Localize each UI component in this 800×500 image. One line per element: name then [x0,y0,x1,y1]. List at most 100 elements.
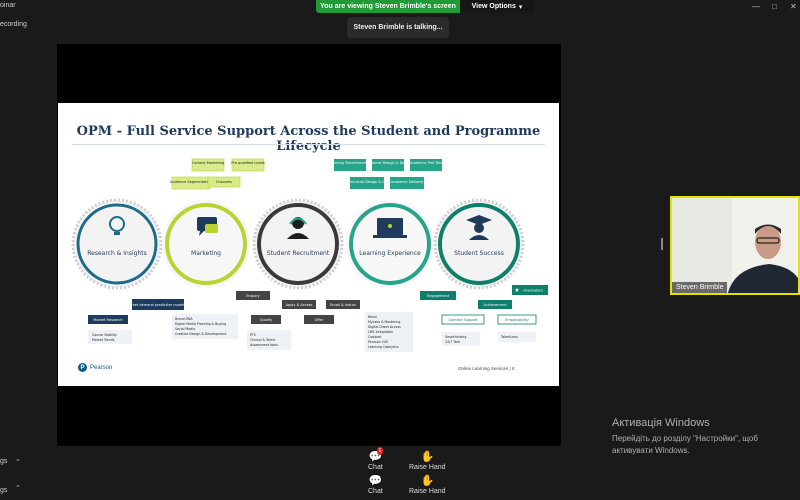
stage-research-circle [71,198,163,290]
recording-label-fragment: ecording [0,21,27,28]
tag-text: Academic Prof Dev [409,161,442,165]
tag-text: Engagement [427,294,450,298]
list-item: Coolpart [368,335,382,339]
list-item: MyLabs & Mastering [368,320,400,324]
tag-text: Apply & Access [286,303,313,307]
stage-label-marketing: Marketing [191,250,221,257]
tag-text: Academic Delivery [391,180,424,184]
chat-label-2: Chat [368,488,383,495]
participant-name: Steven Brimble [672,282,728,293]
view-options-label: View Options [471,3,516,10]
star-icon: ★ [514,287,519,294]
chat-icon: 💬1 [368,447,384,463]
speech-bubble-icon [197,217,218,236]
windows-activation-watermark: Активація Windows Перейдіть до розділу "… [612,417,800,457]
lightbulb-icon [109,216,125,235]
stage-learning-circle [346,200,434,288]
tag-text: Offer [315,318,324,322]
shared-screen: Content Marketing Pre-qualified Leads Au… [57,44,561,446]
list-item: Social Media [175,327,195,331]
participant-video[interactable]: Steven Brimble [670,196,800,295]
settings-label-fragment-2[interactable]: gs [0,487,8,494]
slide-title: OPM - Full Service Support Across the St… [76,124,541,154]
chevron-down-icon: ▾ [518,3,523,11]
laptop-signal-icon [373,218,407,238]
list-item: PTE [250,333,256,337]
tag-text: Learning Transformation [329,161,372,165]
tag-text: Content Marketing [192,161,224,165]
minimize-icon[interactable]: — [752,2,760,11]
tag-text: Channels [216,180,232,184]
slide-footer: Online Learning Services | 6 [458,366,515,371]
chat-badge: 1 [376,447,384,455]
list-item: Market Trends [92,338,115,342]
list-item: Course Viability [92,333,117,337]
viewing-screen-label: You are viewing Steven Brimble's screen [316,0,460,13]
tag-text: Market Research [93,318,122,322]
screen-share-banner: You are viewing Steven Brimble's screen … [316,0,534,13]
chat-label: Chat [368,464,383,471]
list-item: Clinical & Talent [250,338,276,342]
raise-hand-button-2[interactable]: ✋ Raise Hand [409,475,446,495]
tag-text: Achievement [484,303,508,307]
raise-hand-button[interactable]: ✋ Raise Hand [409,451,446,471]
list-item: LMS Integration [368,330,393,334]
close-icon[interactable]: ✕ [790,2,797,11]
tag-text: Enroll & Induct [330,303,356,307]
slide-title-divider [72,144,545,145]
raise-hand-label: Raise Hand [409,464,446,471]
watermark-title: Активація Windows [612,417,710,429]
stage-label-learning: Learning Experience [359,250,421,257]
presentation-slide: Content Marketing Pre-qualified Leads Au… [58,103,559,386]
list-item: 24/7 Tech [445,340,460,344]
hand-icon: ✋ [420,475,435,487]
pearson-logo-mark: P [78,363,87,372]
stage-marketing-circle [162,200,250,288]
hand-icon: ✋ [420,451,435,463]
tag-text: Market demand predictive modeling [126,303,189,307]
panel-resize-handle[interactable] [661,238,663,250]
headset-person-icon [287,217,309,239]
graduate-icon [466,215,492,240]
tag-text: Employability [505,318,529,322]
tags-marketing-top: Content Marketing Pre-qualified Leads Au… [170,158,265,190]
tag-text: Graduation [523,289,543,293]
stage-recruitment-circle [252,198,344,290]
tag-text: Course Design & Dev [369,161,406,165]
list-item: TalentLens [500,335,518,339]
chat-button[interactable]: 💬1 Chat [368,447,384,471]
pearson-logo: P Pearson [78,363,112,372]
tag-text: Enquiry [246,294,259,298]
raise-hand-label-2: Raise Hand [409,488,446,495]
participant-avatar [672,198,798,293]
stage-label-research: Research & Insights [87,250,146,257]
tag-text: Qualify [260,318,272,322]
tags-bottom: Market Research Market demand predictive… [88,291,360,324]
tag-text: Curriculum Design & Dev [345,180,389,184]
list-item: Digital Direct Access [368,325,401,329]
view-options-button[interactable]: View Options ▾ [460,0,534,13]
stage-label-recruitment: Student Recruitment [267,250,330,257]
chat-icon: 💬 [368,475,383,487]
chevron-up-icon[interactable]: ⌃ [15,459,21,466]
list-item: Assessment tools [250,343,278,347]
list-item: Learning Catalytics [368,345,399,349]
tags-success: Graduation ★ Engagement Achievement Cont… [420,285,548,325]
chevron-up-icon-2[interactable]: ⌃ [15,485,21,492]
list-item: Digital Media Planning & Buying [175,322,226,326]
tag-text: Content Support [449,318,478,322]
pearson-logo-text: Pearson [90,364,113,371]
window-title-fragment: oinar [0,2,16,9]
list-item: Brand DNA [175,317,193,321]
tag-text: Pre-qualified Leads [231,161,264,165]
watermark-subtitle: Перейдіть до розділу "Настройки", щоб ак… [612,434,758,455]
tags-learning-top: Learning Transformation Course Design & … [329,159,443,189]
maximize-icon[interactable]: □ [772,2,777,11]
list-item: Pearson VUE [368,340,388,344]
list-item: Revel [368,315,377,319]
list-item: Smarthinking [445,335,466,339]
settings-label-fragment[interactable]: gs [0,458,8,465]
chat-button-2[interactable]: 💬 Chat [368,475,383,495]
active-speaker-indicator: Steven Brimble is talking... [347,17,449,38]
stage-label-success: Student Success [454,250,504,257]
